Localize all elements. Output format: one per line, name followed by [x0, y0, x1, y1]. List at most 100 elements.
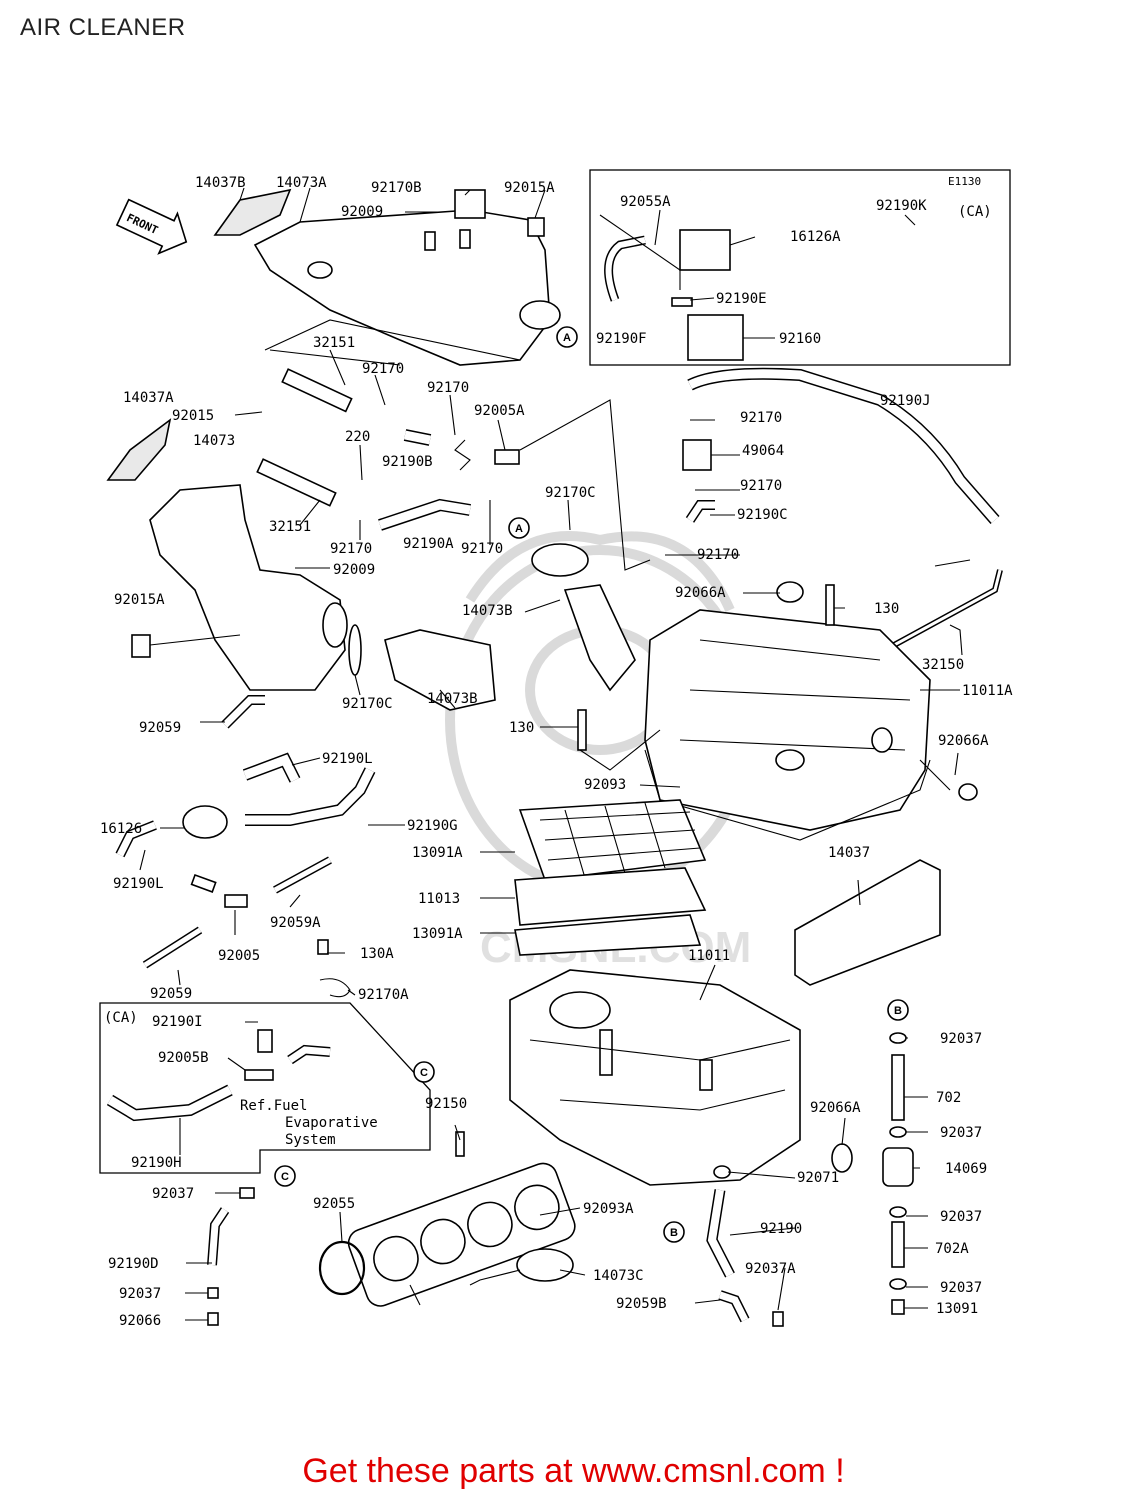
- part-label: 92190A: [403, 536, 454, 552]
- joint-92005b: [244, 1069, 274, 1081]
- part-label: 14037: [828, 845, 870, 861]
- part-label: 130A: [360, 946, 394, 962]
- part-label: 14069: [945, 1161, 987, 1177]
- clamp-92037-2: [889, 1126, 907, 1138]
- clip-92015a-left: [131, 634, 151, 658]
- part-label: 11013: [418, 891, 460, 907]
- clamp-92170c-lower: [348, 624, 362, 676]
- bolt-92150: [455, 1131, 465, 1157]
- clamp-92037a: [772, 1311, 784, 1327]
- svg-text:A: A: [515, 523, 523, 535]
- part-label: 92093: [584, 777, 626, 793]
- ref-circle-b-bottom: B: [663, 1221, 685, 1243]
- part-label: 13091A: [412, 926, 463, 942]
- part-label: 92190: [760, 1221, 802, 1237]
- part-label: 92015A: [504, 180, 555, 196]
- part-label: 92055A: [620, 194, 671, 210]
- part-label: 92005A: [474, 403, 525, 419]
- holder-plate-13091: [347, 1162, 576, 1307]
- part-label: 92190L: [113, 876, 164, 892]
- cap-92066-right: [891, 1299, 905, 1315]
- part-label: 32150: [922, 657, 964, 673]
- clamp-92170c: [531, 543, 589, 577]
- ref-circle-a-top: A: [556, 326, 578, 348]
- part-label: 92190D: [108, 1256, 159, 1272]
- left-intake-duct: [149, 484, 348, 691]
- promo-footer-link[interactable]: Get these parts at www.cmsnl.com !: [302, 1452, 845, 1490]
- hose-92190i: [257, 1029, 273, 1053]
- pipe-702a: [891, 1221, 905, 1268]
- part-label: 92037: [940, 1209, 982, 1225]
- pipe-702: [891, 1054, 905, 1121]
- part-label: 92037: [940, 1280, 982, 1296]
- intake-grille-upper: [213, 188, 292, 236]
- clamp-92037-1: [889, 1032, 907, 1044]
- part-label: 92037: [152, 1186, 194, 1202]
- intake-grille-left: [106, 418, 172, 481]
- part-label: 92190I: [152, 1014, 203, 1030]
- air-cleaner-upper-housing: [644, 609, 931, 841]
- part-label: 220: [345, 429, 370, 445]
- part-label: 92037: [940, 1031, 982, 1047]
- part-label: 92170: [461, 541, 503, 557]
- ref-note-line-3: System: [285, 1132, 336, 1148]
- cap-92066-left: [207, 1312, 219, 1326]
- part-label: 92170C: [342, 696, 393, 712]
- joint-92005a: [494, 449, 520, 465]
- part-label: 92093A: [583, 1201, 634, 1217]
- part-label: 92066: [119, 1313, 161, 1329]
- part-label: 92055: [313, 1196, 355, 1212]
- part-label: 92170C: [545, 485, 596, 501]
- valve-16126a: [679, 229, 731, 271]
- clamp-92037-c: [239, 1187, 255, 1199]
- part-label: 92059: [139, 720, 181, 736]
- svg-text:A: A: [563, 332, 571, 344]
- duct-14073b-upper: [563, 584, 636, 692]
- clamp-92037-3: [889, 1206, 907, 1218]
- pipe-32151-lower: [256, 458, 337, 507]
- part-label: 16126: [100, 821, 142, 837]
- page-title: AIR CLEANER: [20, 14, 186, 41]
- part-label: 92037A: [745, 1261, 796, 1277]
- part-label: 13091: [936, 1301, 978, 1317]
- part-label: 92009: [333, 562, 375, 578]
- part-label: 32151: [313, 335, 355, 351]
- part-label: 14073: [193, 433, 235, 449]
- part-label: 92009: [341, 204, 383, 220]
- part-label: 92059A: [270, 915, 321, 931]
- filter-14069: [882, 1147, 914, 1187]
- part-label: 92190B: [382, 454, 433, 470]
- hose-92190e: [671, 297, 693, 307]
- canister-92160: [687, 314, 744, 361]
- bolt-130a: [317, 939, 329, 955]
- part-label: 14073C: [593, 1268, 644, 1284]
- diagram-code: E1130: [948, 175, 981, 188]
- cover-14037: [794, 859, 941, 986]
- joint-92005: [224, 894, 248, 908]
- svg-text:B: B: [670, 1227, 678, 1239]
- part-label: 92066A: [675, 585, 726, 601]
- part-label: 92059: [150, 986, 192, 1002]
- part-label: 702A: [935, 1241, 969, 1257]
- funnel-14073c: [516, 1248, 574, 1282]
- cap-92066a-lower: [831, 1143, 853, 1173]
- part-label: 92190C: [737, 507, 788, 523]
- part-label: 92005B: [158, 1050, 209, 1066]
- upper-intake-duct: [253, 209, 561, 366]
- part-label: 49064: [742, 443, 784, 459]
- part-label: 92170: [330, 541, 372, 557]
- bolt-130-mid: [577, 709, 587, 751]
- clip-92015a: [527, 217, 545, 237]
- part-label: 92015: [172, 408, 214, 424]
- pipe-32151-upper: [281, 368, 353, 413]
- part-label: 92190F: [596, 331, 647, 347]
- clamp-92170a: [319, 978, 351, 998]
- hose-small-left: [190, 873, 217, 893]
- svg-text:B: B: [894, 1005, 902, 1017]
- front-arrow-icon: FRONT: [115, 198, 188, 255]
- part-label: (CA): [104, 1010, 138, 1026]
- part-label: 92066A: [938, 733, 989, 749]
- part-label: 13091A: [412, 845, 463, 861]
- part-label: 92170B: [371, 180, 422, 196]
- part-label: 92170: [697, 547, 739, 563]
